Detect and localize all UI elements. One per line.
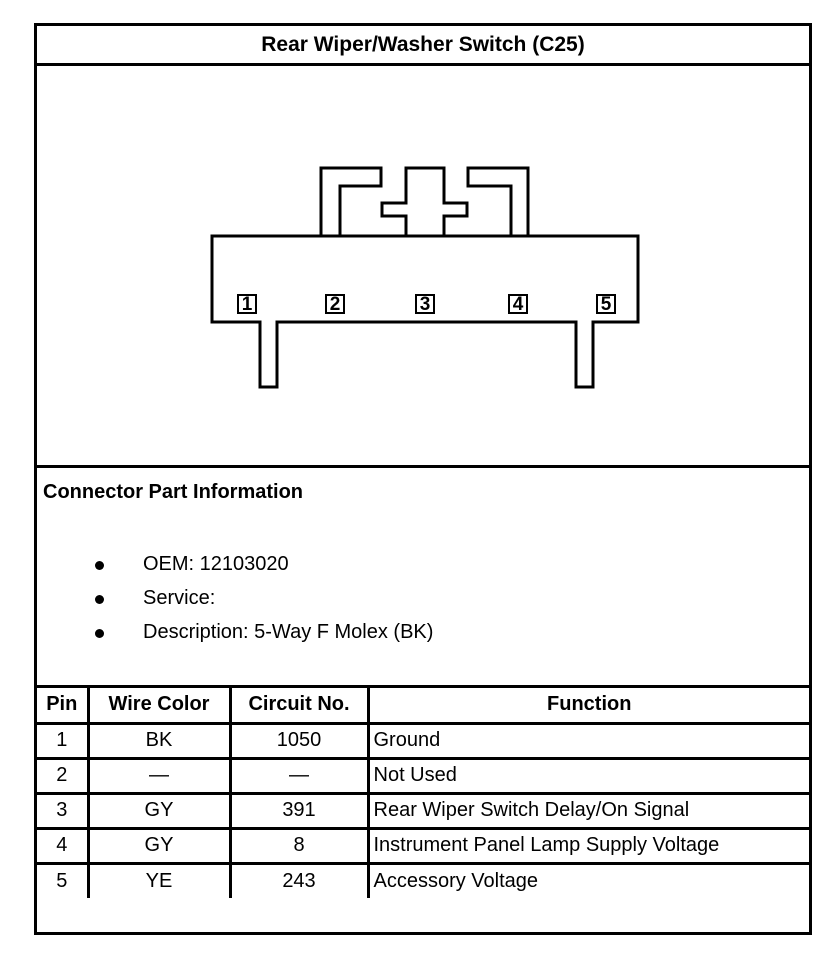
part-info-oem-text: OEM: 12103020 (143, 553, 289, 575)
page-title: Rear Wiper/Washer Switch (C25) (37, 26, 809, 66)
pin-label-2: 2 (325, 294, 345, 314)
pin-cell: 1 (37, 721, 90, 760)
table-row: 2 — — Not Used (37, 756, 809, 795)
table-header-row: Pin Wire Color Circuit No. Function (37, 688, 809, 725)
wire-color-cell: BK (86, 721, 232, 760)
wire-color-cell: GY (86, 791, 232, 830)
wire-color-cell: GY (86, 826, 232, 865)
pin-cell: 2 (37, 756, 90, 795)
circuit-no-cell: 1050 (228, 721, 370, 760)
circuit-no-cell: 8 (228, 826, 370, 865)
pin-function-table: Pin Wire Color Circuit No. Function 1 BK… (37, 688, 809, 898)
table-row: 5 YE 243 Accessory Voltage (37, 861, 809, 898)
part-info-oem: OEM: 12103020 (93, 552, 433, 586)
function-cell: Accessory Voltage (366, 861, 809, 898)
function-cell: Instrument Panel Lamp Supply Voltage (366, 826, 809, 865)
column-header-circuit-no: Circuit No. (228, 688, 370, 725)
table-row: 1 BK 1050 Ground (37, 721, 809, 760)
pin-label-5: 5 (596, 294, 616, 314)
function-cell: Rear Wiper Switch Delay/On Signal (366, 791, 809, 830)
function-cell: Ground (366, 721, 809, 760)
left-latch-outline (319, 166, 383, 236)
wire-color-cell: YE (86, 861, 232, 898)
function-cell: Not Used (366, 756, 809, 795)
part-info-description-text: Description: 5-Way F Molex (BK) (143, 621, 434, 643)
circuit-no-cell: 243 (228, 861, 370, 898)
table-row: 3 GY 391 Rear Wiper Switch Delay/On Sign… (37, 791, 809, 830)
pin-cell: 5 (37, 861, 90, 898)
connector-part-information: Connector Part Information OEM: 12103020… (37, 468, 809, 688)
wire-color-cell: — (86, 756, 232, 795)
part-info-list: OEM: 12103020 Service: Description: 5-Wa… (93, 552, 433, 654)
bullet-icon (95, 629, 104, 638)
column-header-pin: Pin (37, 688, 90, 725)
connector-sheet: Rear Wiper/Washer Switch (C25) 1 2 3 4 5… (34, 23, 812, 935)
column-header-wire-color: Wire Color (86, 688, 232, 725)
part-info-heading: Connector Part Information (43, 481, 304, 503)
center-key-outline (380, 166, 469, 236)
table-row: 4 GY 8 Instrument Panel Lamp Supply Volt… (37, 826, 809, 865)
right-latch-outline (466, 166, 530, 236)
connector-body-outline (210, 234, 640, 389)
part-info-description: Description: 5-Way F Molex (BK) (93, 620, 433, 654)
connector-diagram: 1 2 3 4 5 (37, 66, 809, 468)
pin-cell: 3 (37, 791, 90, 830)
part-info-service: Service: (93, 586, 433, 620)
pin-label-4: 4 (508, 294, 528, 314)
circuit-no-cell: — (228, 756, 370, 795)
column-header-function: Function (366, 688, 809, 725)
part-info-service-text: Service: (143, 587, 216, 609)
pin-label-3: 3 (415, 294, 435, 314)
circuit-no-cell: 391 (228, 791, 370, 830)
bullet-icon (95, 561, 104, 570)
bullet-icon (95, 595, 104, 604)
pin-label-1: 1 (237, 294, 257, 314)
pin-cell: 4 (37, 826, 90, 865)
connector-face-drawing (210, 166, 640, 389)
